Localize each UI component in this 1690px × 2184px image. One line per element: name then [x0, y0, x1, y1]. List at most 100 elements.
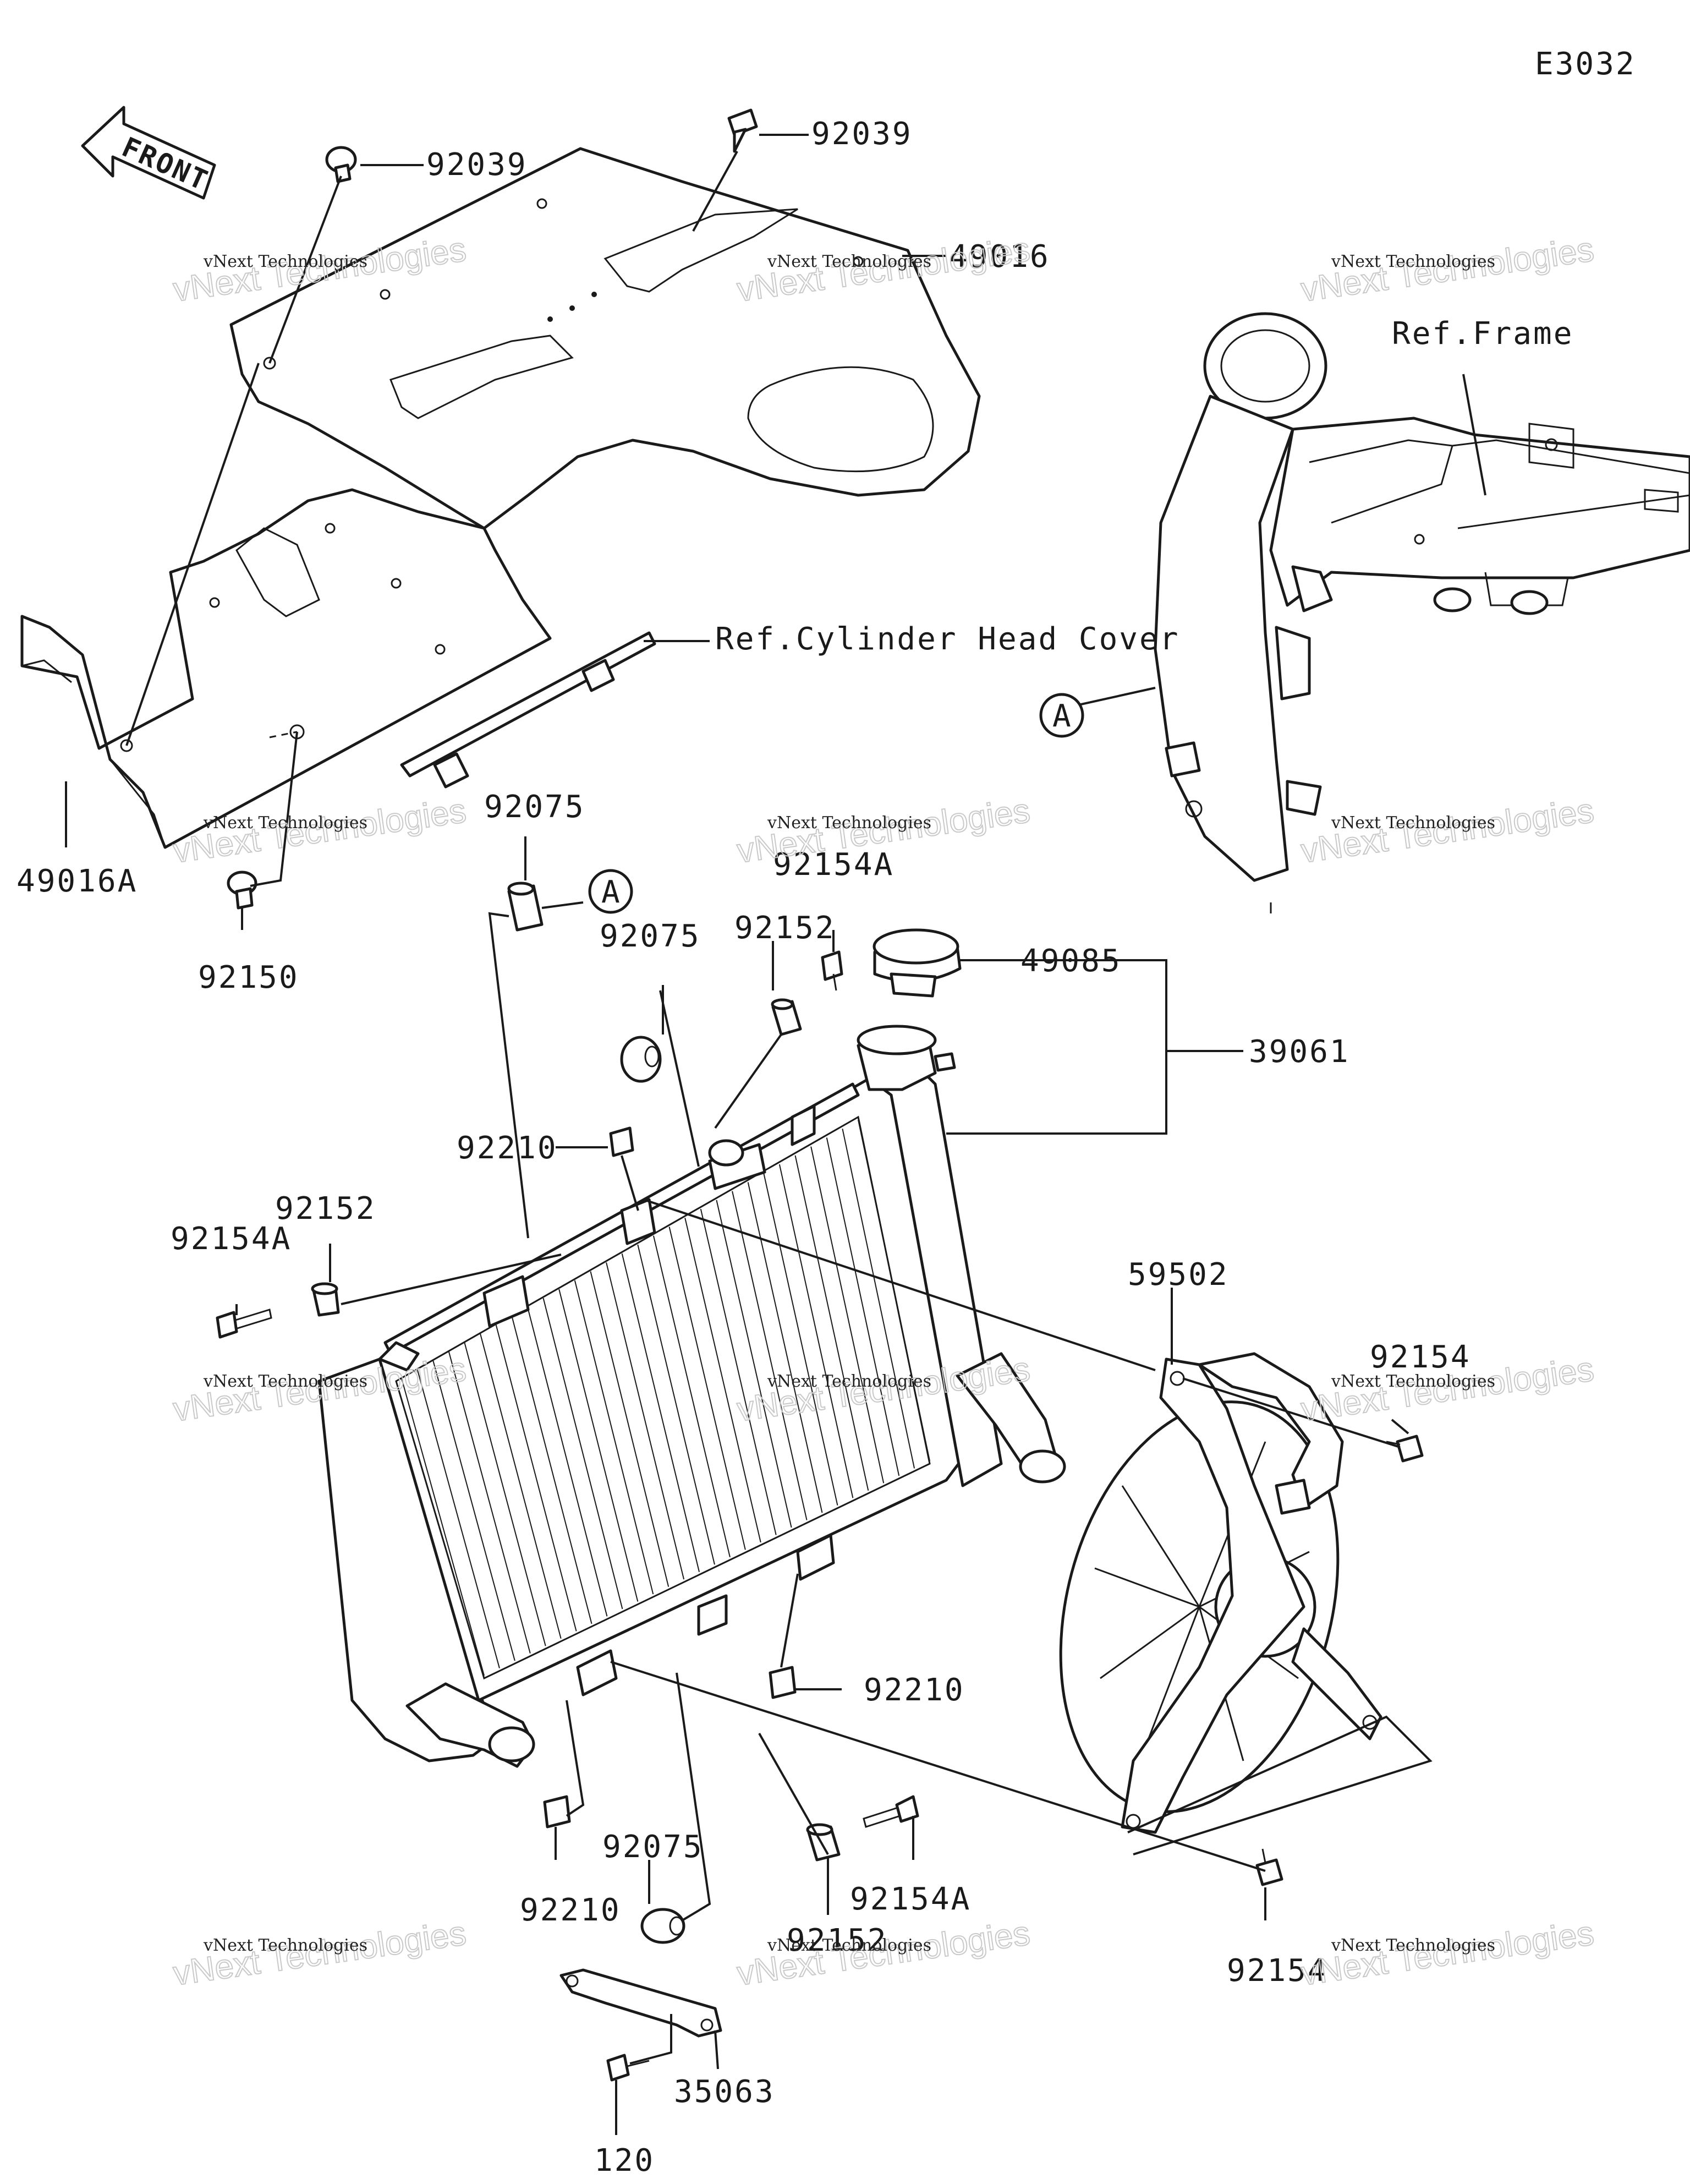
grommet-92075-a	[507, 882, 544, 932]
watermark-text: vNext Technologies	[203, 813, 367, 833]
watermark-text: vNext Technologies	[1331, 1372, 1495, 1391]
radiator-fin	[684, 1218, 761, 1543]
clip-92210-mid	[769, 1666, 797, 1699]
label-92210-low: 92210	[520, 1892, 621, 1928]
label-92039-left: 92039	[426, 147, 528, 183]
lower-cover-49016A	[20, 488, 552, 849]
radiator-fin	[464, 1342, 546, 1646]
collar-92152-top	[771, 998, 802, 1036]
label-59502: 59502	[1128, 1257, 1229, 1293]
label-35063: 35063	[674, 2074, 775, 2110]
label-39061: 39061	[1249, 1034, 1350, 1070]
radiator-fin	[716, 1200, 792, 1528]
label-49016A: 49016A	[17, 863, 138, 899]
radiator-fin	[495, 1324, 577, 1632]
screw-92150	[227, 871, 257, 910]
label-92150: 92150	[198, 960, 299, 995]
radiator-fin	[542, 1298, 623, 1610]
radiator-fin	[606, 1262, 685, 1580]
radiator-fin	[448, 1351, 531, 1654]
frame-reference	[1154, 312, 1690, 913]
watermark-text: vNext Technologies	[767, 1372, 931, 1391]
clip-92039-left	[325, 146, 357, 183]
callout-a-radiator: A	[588, 869, 633, 914]
radiator-fin	[826, 1137, 900, 1476]
label-92210-top: 92210	[457, 1130, 558, 1166]
leader-lines	[65, 134, 1486, 2135]
label-92154A-low: 92154A	[850, 1881, 971, 1917]
label-92210-mid: 92210	[864, 1672, 965, 1708]
radiator-fins	[401, 1119, 930, 1676]
clip-92210-top	[609, 1126, 634, 1157]
label-92152-left: 92152	[275, 1191, 376, 1227]
label-92154-low: 92154	[1227, 1953, 1328, 1989]
bolt-92154A-low	[863, 1795, 919, 1828]
radiator-fin	[668, 1227, 746, 1550]
fan-assembly-59502	[1059, 1352, 1382, 1834]
radiator-fin	[621, 1253, 700, 1572]
front-arrow-icon: FRONT	[81, 106, 216, 200]
label-92075-c: 92075	[602, 1829, 704, 1865]
radiator-fin	[763, 1173, 838, 1506]
radiator-cap-49085	[873, 928, 962, 998]
label-120: 120	[594, 2143, 655, 2178]
upper-cover-49016	[229, 147, 981, 530]
bolt-92154-right	[1386, 1435, 1424, 1463]
grommet-92075-c	[640, 1908, 685, 1944]
label-92075-b: 92075	[600, 918, 701, 954]
watermark-text: vNext Technologies	[203, 1936, 367, 1955]
front-label: FRONT	[117, 131, 213, 197]
radiator-fin	[810, 1146, 885, 1484]
watermark-text: vNext Technologies	[767, 252, 931, 271]
collar-92152-left	[311, 1282, 340, 1317]
radiator-fin	[416, 1369, 500, 1668]
label-ref-cylinder-head-cover: Ref.Cylinder Head Cover	[715, 621, 1179, 657]
watermark-text: vNext Technologies	[203, 1372, 367, 1391]
bolt-92154A-top	[821, 950, 843, 991]
watermark-text: vNext Technologies	[1331, 813, 1495, 833]
radiator-fin	[842, 1128, 915, 1469]
clip-92039-top	[727, 108, 758, 153]
radiator-fin	[526, 1307, 608, 1617]
bolt-120	[606, 2054, 650, 2082]
watermark-text: vNext Technologies	[767, 1936, 931, 1955]
radiator-fin	[637, 1244, 715, 1565]
radiator-fin	[590, 1271, 670, 1587]
label-92075-a: 92075	[484, 789, 585, 825]
radiator-fin	[747, 1182, 823, 1513]
svg-text:A: A	[601, 874, 622, 910]
radiator-fin	[700, 1208, 777, 1535]
grommet-92075-b	[620, 1036, 662, 1083]
label-92152-top: 92152	[734, 910, 836, 946]
bolt-92154A-left	[216, 1309, 272, 1339]
radiator-fin	[732, 1191, 808, 1520]
clip-92210-low	[543, 1795, 571, 1829]
watermark-text: vNext Technologies	[767, 813, 931, 833]
svg-text:A: A	[1052, 698, 1073, 734]
radiator-fin	[574, 1280, 654, 1595]
callout-a-frame: A	[1039, 693, 1084, 738]
collar-92152-low	[806, 1823, 841, 1862]
radiator-fin	[558, 1289, 639, 1602]
radiator-fin	[652, 1235, 731, 1558]
bracket-cylinder-head	[269, 631, 656, 789]
watermark-text: vNext Technologies	[1331, 1936, 1495, 1955]
label-92039-top: 92039	[811, 116, 913, 152]
radiator-fin	[401, 1378, 485, 1676]
label-49085: 49085	[1020, 943, 1122, 979]
diagram-code: E3032	[1535, 46, 1636, 82]
bolt-92154-low	[1255, 1848, 1283, 1886]
radiator-fin	[778, 1164, 854, 1498]
radiator-fin	[432, 1360, 515, 1661]
watermark-text: vNext Technologies	[203, 252, 367, 271]
label-ref-frame: Ref.Frame	[1392, 316, 1573, 352]
label-92152-low: 92152	[787, 1923, 888, 1958]
bracket-35063	[559, 1968, 722, 2038]
label-92154A-top: 92154A	[773, 847, 894, 883]
label-92154-right: 92154	[1370, 1339, 1471, 1375]
radiator-fin	[794, 1155, 869, 1491]
label-92154A-left: 92154A	[171, 1221, 292, 1257]
radiator-fin	[511, 1316, 592, 1624]
